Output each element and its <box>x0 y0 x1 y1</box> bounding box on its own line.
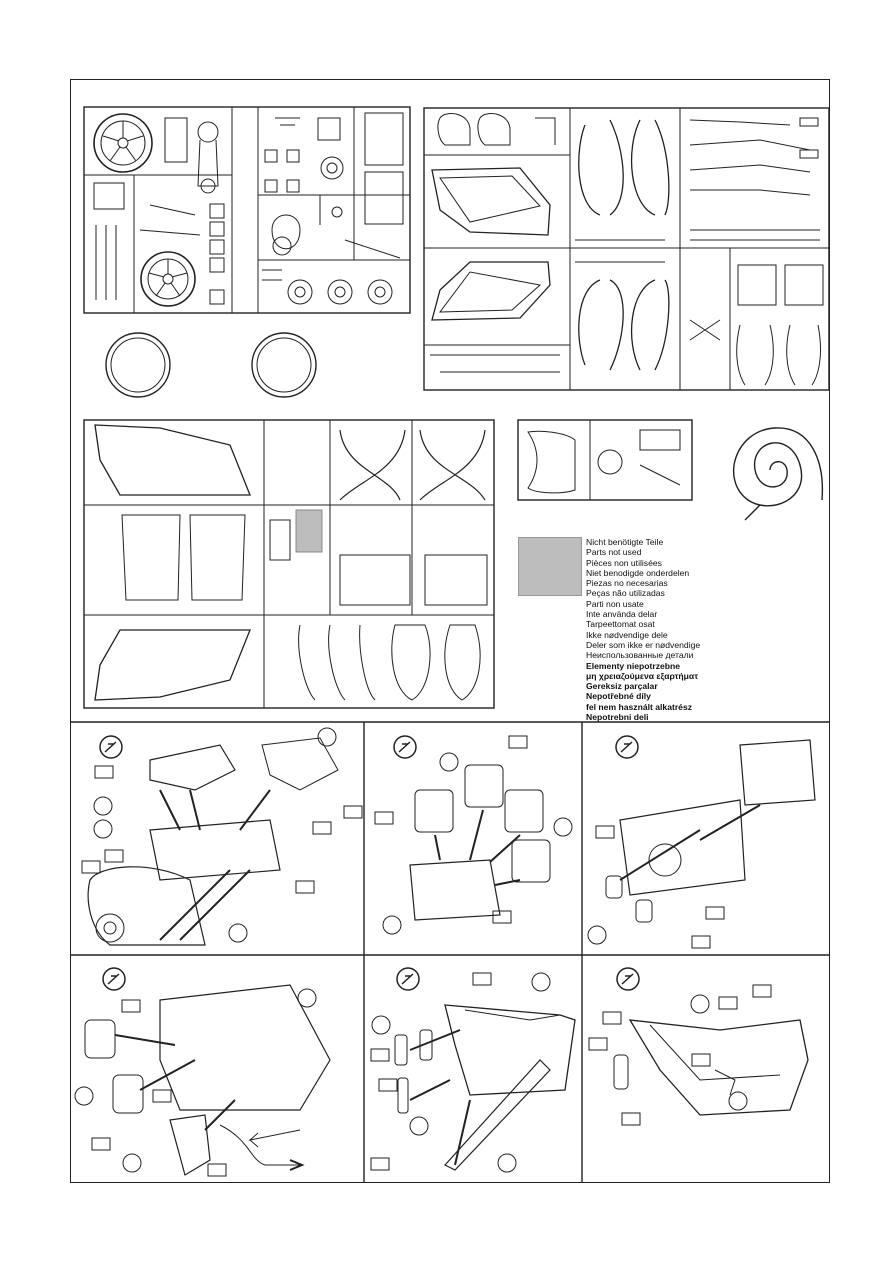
spiral-wire <box>732 427 824 521</box>
step-1-drawing <box>87 737 339 946</box>
legend-line: Parti non usate <box>586 598 644 609</box>
glue-icon <box>99 735 640 991</box>
step-5-drawing <box>394 1004 576 1171</box>
legend-line: Inte använda delar <box>586 609 658 620</box>
step-4-drawing <box>84 984 331 1176</box>
legend-line: Nepotřebné díly <box>586 691 651 702</box>
legend-line: Gereksiz parçalar <box>586 681 658 692</box>
legend-line: Nicht benötigte Teile <box>586 537 664 547</box>
legend-line: Deler som ikke er nødvendige <box>586 639 701 650</box>
legend-line: Niet benodigde onderdelen <box>586 567 690 578</box>
legend-line: Nepotrebni deli <box>586 712 649 723</box>
legend-line: Pièces non utilisées <box>586 557 662 568</box>
legend-line: Неиспользованные детали <box>586 650 694 661</box>
step-6-drawing <box>613 1019 809 1116</box>
sprue-wheels <box>83 106 411 314</box>
unused-parts-swatch <box>518 537 582 596</box>
legend-line: Ikke nødvendige dele <box>586 629 668 640</box>
step-2-drawing <box>409 764 551 921</box>
legend-line: Elementy niepotrzebne <box>586 660 681 671</box>
tyre-rings <box>105 332 317 398</box>
legend-line: fel nem használt alkatrész <box>586 701 693 712</box>
step-3-drawing <box>605 739 816 923</box>
sprue-fairing <box>83 419 495 709</box>
sprue-small <box>517 419 693 501</box>
part-callouts <box>74 727 772 1177</box>
legend-line: Piezas no necesarias <box>586 578 668 589</box>
step-grid <box>70 721 830 1183</box>
legend-line: Peças não utilizadas <box>586 588 665 599</box>
sprue-frame <box>423 107 830 391</box>
legend-line: Tarpeettomat osat <box>586 619 655 630</box>
legend-line: μη χρειαζούμενα εξαρτήματ <box>586 670 699 681</box>
legend-line: Parts not used <box>586 547 642 558</box>
unused-parts-legend: Nicht benötigte Teile Parts not used Piè… <box>586 537 700 722</box>
instruction-sheet <box>70 79 830 1183</box>
